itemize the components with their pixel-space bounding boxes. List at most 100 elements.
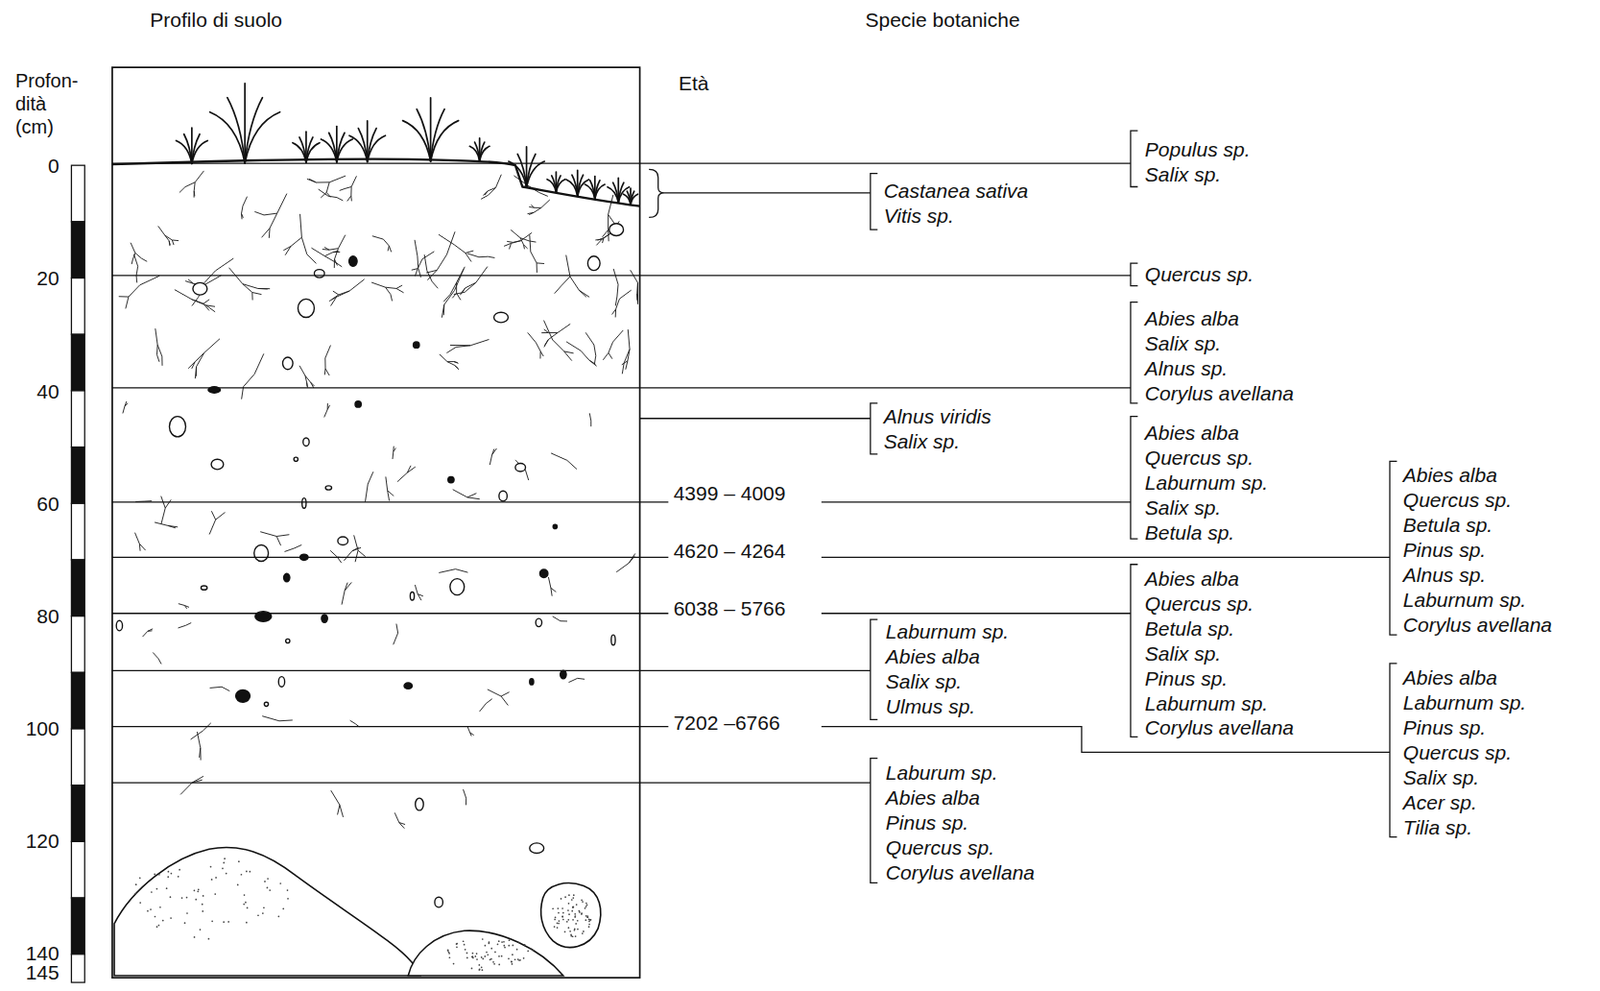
root bbox=[550, 587, 556, 592]
rock-speckle bbox=[557, 922, 560, 925]
rock-speckle bbox=[146, 909, 149, 912]
rock-speckle bbox=[510, 960, 513, 963]
root bbox=[277, 193, 287, 215]
root bbox=[544, 329, 550, 334]
root bbox=[465, 250, 474, 253]
root bbox=[446, 346, 456, 353]
root bbox=[215, 512, 226, 521]
root bbox=[188, 279, 194, 284]
root bbox=[290, 237, 302, 246]
root bbox=[188, 361, 195, 369]
leader-line bbox=[640, 417, 871, 419]
rock-speckle bbox=[194, 898, 197, 901]
rock-speckle bbox=[178, 868, 181, 871]
stone bbox=[286, 638, 290, 643]
rock-speckle bbox=[580, 912, 583, 915]
stone bbox=[515, 463, 526, 473]
rock-speckle bbox=[585, 905, 588, 908]
root bbox=[136, 275, 139, 283]
depth-tick-label: 145 bbox=[25, 960, 60, 984]
root bbox=[570, 276, 579, 290]
scale-segment bbox=[71, 334, 85, 391]
species-name: Laburnum sp. bbox=[885, 620, 1009, 644]
root bbox=[276, 534, 289, 537]
root bbox=[334, 248, 338, 260]
rock-speckle bbox=[507, 944, 510, 947]
rock-texture bbox=[134, 857, 592, 971]
root bbox=[453, 361, 459, 364]
root bbox=[152, 651, 159, 658]
stone bbox=[494, 311, 509, 323]
grass-blade bbox=[244, 112, 280, 164]
rock-speckle bbox=[498, 939, 501, 942]
root bbox=[254, 211, 264, 215]
root bbox=[385, 286, 391, 294]
root bbox=[174, 289, 192, 300]
grass-blade bbox=[367, 135, 386, 162]
depth-scale-bar bbox=[71, 165, 85, 982]
rock-speckle bbox=[507, 956, 510, 959]
rock-speckle bbox=[584, 907, 587, 909]
root bbox=[300, 214, 303, 238]
root bbox=[602, 229, 609, 237]
root bbox=[455, 569, 469, 574]
root bbox=[307, 178, 317, 183]
rock-speckle bbox=[193, 888, 196, 891]
root bbox=[447, 361, 455, 366]
grass-blade bbox=[577, 179, 590, 196]
rock-speckle bbox=[257, 913, 260, 916]
root bbox=[382, 238, 389, 246]
stone bbox=[200, 585, 207, 590]
rock-speckle bbox=[455, 942, 458, 945]
root bbox=[453, 244, 466, 254]
rock-speckle bbox=[571, 898, 574, 901]
root bbox=[191, 297, 199, 307]
rock-speckle bbox=[478, 968, 481, 971]
root bbox=[628, 552, 636, 563]
rock bbox=[407, 930, 564, 976]
stone bbox=[587, 256, 600, 271]
rock-speckle bbox=[448, 951, 451, 954]
root bbox=[358, 549, 366, 556]
rock-speckle bbox=[478, 968, 481, 971]
root bbox=[608, 214, 616, 224]
root bbox=[467, 497, 480, 500]
root bbox=[560, 620, 568, 621]
stone bbox=[297, 298, 314, 317]
root bbox=[161, 507, 166, 525]
root bbox=[135, 532, 141, 545]
root bbox=[393, 448, 397, 453]
root bbox=[608, 341, 614, 353]
root bbox=[242, 284, 253, 293]
stone bbox=[254, 545, 269, 562]
root bbox=[194, 170, 204, 183]
rock-speckle bbox=[462, 939, 465, 942]
root bbox=[608, 352, 613, 359]
root bbox=[548, 332, 558, 334]
root bbox=[455, 282, 457, 293]
rock-speckle bbox=[149, 907, 152, 910]
species-name: Quercus sp. bbox=[1145, 262, 1254, 287]
root bbox=[414, 239, 418, 257]
root bbox=[627, 349, 630, 361]
root bbox=[350, 186, 352, 195]
root bbox=[627, 329, 630, 350]
rock-speckle bbox=[502, 940, 505, 943]
root bbox=[331, 789, 340, 805]
root bbox=[344, 582, 348, 591]
stone bbox=[236, 689, 251, 702]
root bbox=[613, 268, 619, 285]
stone bbox=[302, 498, 307, 509]
rock-speckle bbox=[201, 909, 204, 912]
species-name: Quercus sp. bbox=[1145, 592, 1254, 616]
species-name: Abies alba bbox=[885, 644, 980, 669]
root bbox=[157, 344, 163, 357]
root bbox=[439, 354, 448, 362]
stone bbox=[539, 569, 549, 578]
root bbox=[487, 689, 502, 696]
bracket bbox=[870, 173, 878, 230]
rock-speckle bbox=[154, 915, 157, 918]
root bbox=[124, 403, 128, 406]
root bbox=[454, 364, 459, 368]
root bbox=[636, 293, 639, 302]
